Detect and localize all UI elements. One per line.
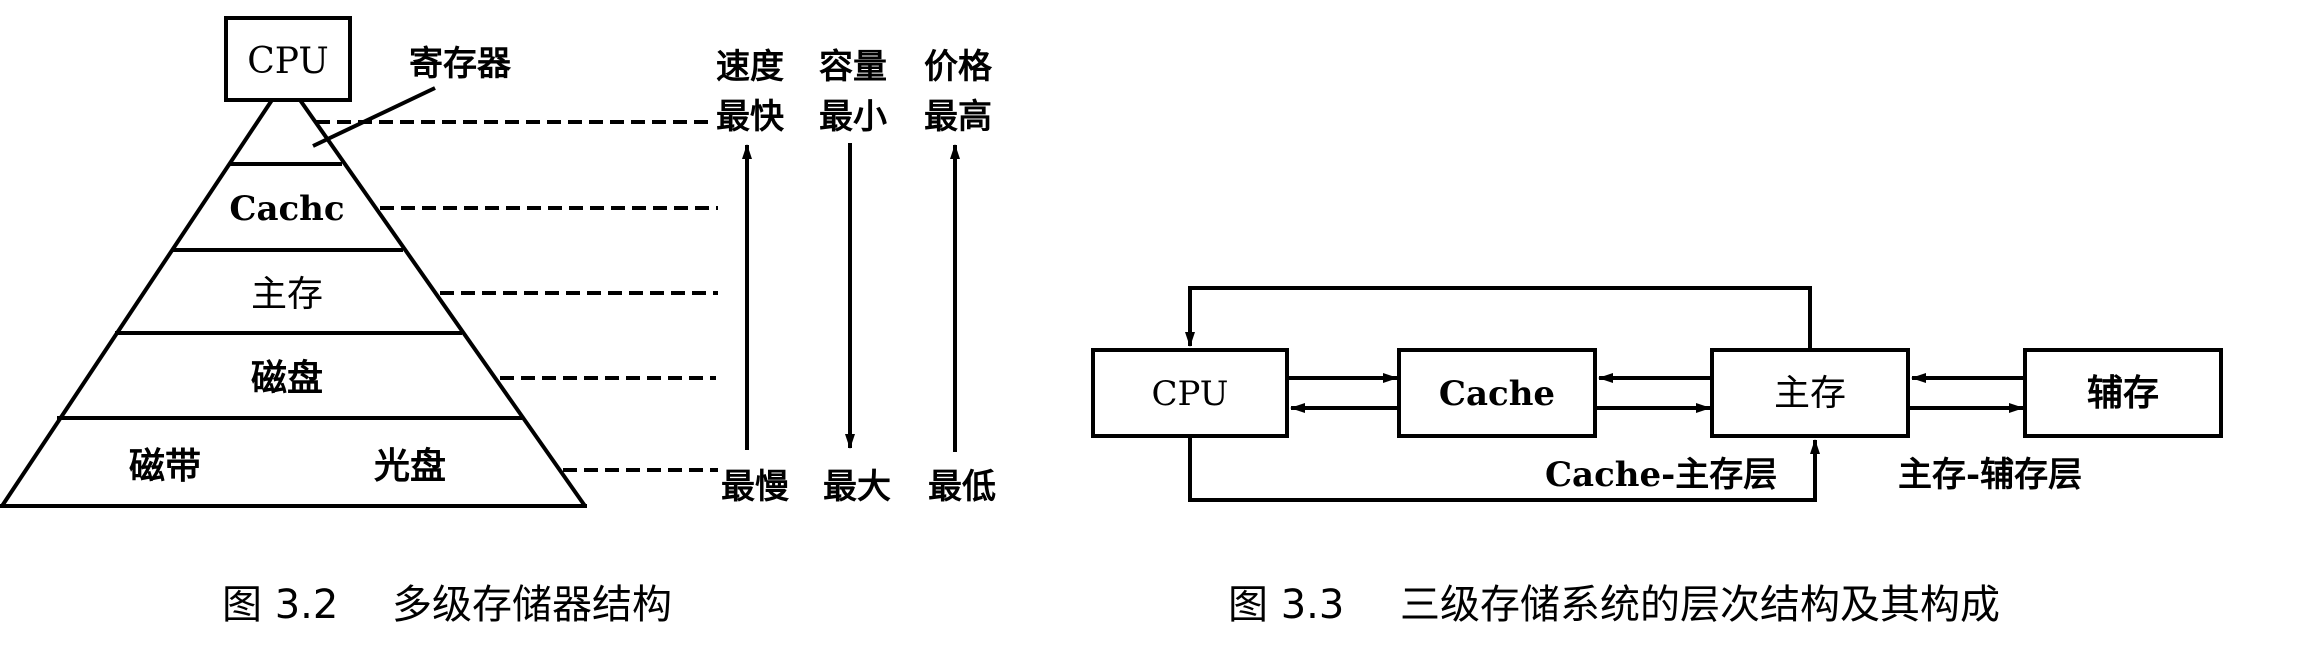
box-cache: Cache	[1397, 348, 1597, 438]
pyramid-outline	[0, 98, 587, 508]
layer-label-main-aux: 主存-辅存层	[1898, 455, 2082, 495]
metric-price-name: 价格	[924, 47, 993, 87]
register-pointer-line	[312, 86, 436, 148]
box-aux-memory-label: 辅存	[2087, 372, 2159, 414]
metric-speed-bottom: 最慢	[721, 467, 790, 507]
loop-cpu-to-main-direct	[1188, 438, 1820, 502]
loop-main-to-cpu-direct	[1185, 286, 1812, 348]
level-label-disk: 磁盘	[251, 357, 323, 399]
metric-price-bottom: 最低	[928, 467, 996, 507]
pyramid-left-edge	[0, 98, 274, 508]
caption-3-2-text: 多级存储器结构	[392, 582, 672, 628]
level-label-main-memory: 主存	[251, 274, 323, 315]
caption-3-3-text: 三级存储系统的层次结构及其构成	[1400, 582, 2000, 628]
layer-label-cache-main: Cache-主存层	[1545, 455, 1777, 495]
metric-speed-name: 速度	[716, 47, 784, 87]
box-cpu-label: CPU	[1152, 374, 1229, 414]
dashed-leaders	[316, 120, 718, 472]
caption-3-2-number: 图 3.2	[222, 582, 338, 628]
box-cache-label: Cache	[1439, 374, 1555, 414]
box-aux-memory: 辅存	[2023, 348, 2223, 438]
box-cpu: CPU	[1091, 348, 1289, 438]
metric-capacity-name: 容量	[819, 47, 887, 87]
caption-3-3-number: 图 3.3	[1228, 582, 1344, 628]
metric-capacity-bottom: 最大	[823, 467, 891, 507]
register-label: 寄存器	[409, 44, 512, 84]
figure-3-3: CPU Cache 主存 辅存 Cache-主存层 主存-辅存层	[1091, 286, 2223, 628]
metric-price: 价格 最高 最低	[924, 47, 996, 507]
figure-3-2: CPU 寄存器 Cachc 主存 磁盘 磁带 光盘	[0, 16, 996, 628]
level-label-cache: Cachc	[229, 189, 344, 229]
box-main-memory-label: 主存	[1774, 373, 1846, 414]
level-label-optical-disc: 光盘	[374, 445, 446, 487]
metric-speed: 速度 最快 最慢	[716, 47, 790, 507]
metric-price-top: 最高	[924, 97, 992, 137]
box-main-memory: 主存	[1710, 348, 1910, 438]
metric-capacity-top: 最小	[819, 97, 887, 137]
metric-capacity: 容量 最小 最大	[819, 47, 891, 507]
level-label-tape: 磁带	[129, 445, 201, 487]
data-arrows	[1289, 373, 2024, 413]
pyramid-right-edge	[298, 98, 587, 508]
pyramid-cpu-box: CPU	[224, 16, 352, 102]
pyramid-cpu-label: CPU	[247, 41, 328, 82]
metric-speed-top: 最快	[716, 97, 785, 137]
